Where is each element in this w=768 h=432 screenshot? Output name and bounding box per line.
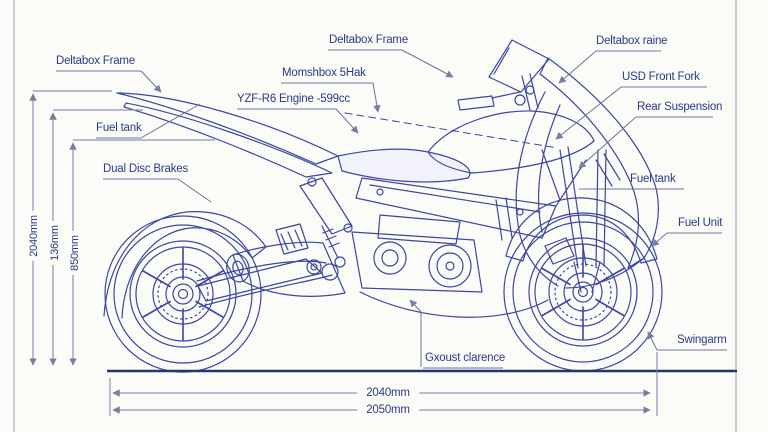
label-usd-front-fork: USD Front Fork — [622, 71, 700, 83]
windscreen — [488, 39, 550, 93]
front-brake-caliper — [544, 237, 575, 265]
front-mudguard — [505, 197, 658, 264]
front-brake-disc — [548, 257, 618, 327]
label-engine: YZF-R6 Engine -599cc — [237, 93, 350, 105]
frame-spar — [355, 177, 557, 239]
right-border-line — [735, 0, 737, 432]
rear-wheel — [104, 215, 262, 373]
dim-bottom-upper: 2040mm — [357, 387, 419, 399]
motorcycle-drawing — [103, 39, 663, 373]
label-fuel-tank-left: Fuel tank — [96, 122, 142, 134]
label-deltabox-frame-top: Deltabox Frame — [329, 34, 409, 46]
label-fuel-tank-right: Fuel tank — [630, 173, 676, 185]
rear-brake-disc — [152, 263, 214, 325]
label-rear-suspension: Rear Suspension — [637, 101, 723, 113]
footpeg-bracket — [275, 177, 353, 255]
label-dual-disc-brakes: Dual Disc Brakes — [103, 163, 188, 175]
left-border-line — [13, 0, 15, 432]
dim-left-inner: 850mm — [68, 231, 82, 275]
belly-pan — [359, 291, 549, 318]
dimension-lines — [29, 90, 658, 416]
label-ground-clearance: Gxoust clarence — [425, 352, 506, 364]
fuel-tank-drawing — [427, 110, 595, 174]
dim-left-outer: 2040mm — [27, 211, 41, 261]
label-deltabox-frame-right: Deltabox raine — [596, 35, 668, 47]
handlebar-cockpit — [457, 73, 539, 111]
front-wheel — [503, 212, 663, 372]
label-swingarm: Swingarm — [677, 334, 727, 346]
label-deltabox-frame-left: Deltabox Frame — [56, 55, 136, 67]
exhaust-muffler — [226, 241, 346, 297]
seat — [337, 148, 471, 183]
label-leader-lines — [56, 49, 727, 369]
dim-left-middle: 136mm — [48, 221, 62, 265]
swingarm-drawing — [196, 258, 333, 308]
label-fuel-unit: Fuel Unit — [678, 217, 723, 229]
label-monoshock-stack: Momshbox 5Hak — [282, 67, 366, 79]
front-fork — [541, 146, 607, 293]
dim-bottom-lower: 2050mm — [357, 404, 419, 416]
rear-shock — [321, 225, 346, 268]
engine-block — [321, 197, 513, 293]
